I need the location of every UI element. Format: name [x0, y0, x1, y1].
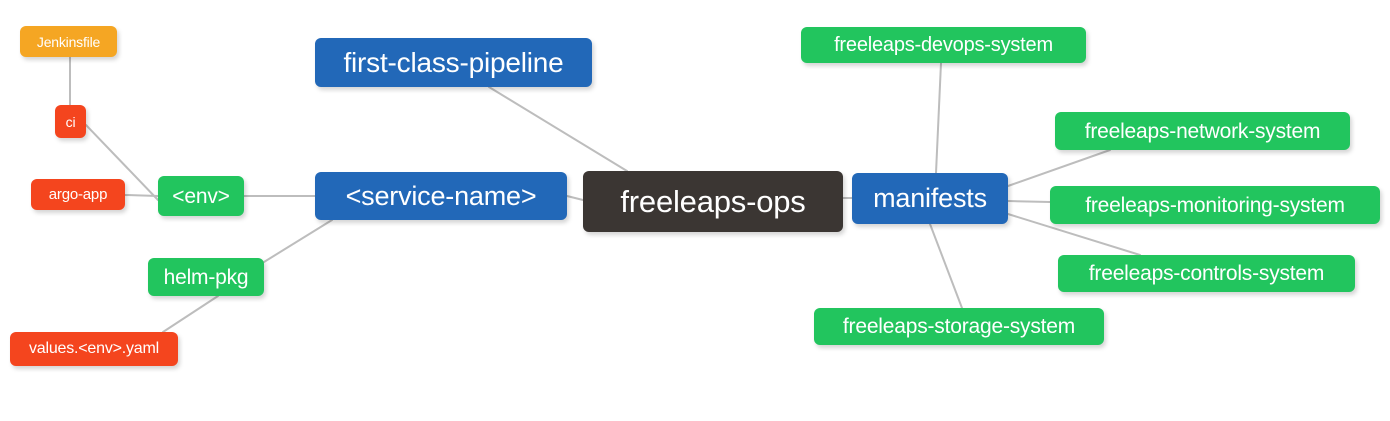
node-manifests[interactable]: manifests	[852, 173, 1008, 224]
edge-first-class-pipeline-to-freeleaps-ops	[488, 86, 628, 172]
node-label-helm-pkg: helm-pkg	[163, 265, 249, 289]
node-first-class-pipeline[interactable]: first-class-pipeline	[315, 38, 592, 87]
edge-argo-app-to-env	[124, 194, 159, 197]
node-label-freeleaps-ops: freeleaps-ops	[620, 184, 806, 219]
edge-freeleaps-devops-system-to-manifests	[935, 62, 942, 174]
node-jenkinsfile[interactable]: Jenkinsfile	[20, 26, 117, 57]
edge-helm-pkg-to-service-name	[263, 219, 333, 263]
node-helm-pkg[interactable]: helm-pkg	[148, 258, 264, 296]
node-label-freeleaps-controls-system: freeleaps-controls-system	[1088, 262, 1325, 285]
node-label-first-class-pipeline: first-class-pipeline	[343, 46, 564, 78]
node-label-argo-app: argo-app	[48, 186, 108, 203]
node-freeleaps-devops-system[interactable]: freeleaps-devops-system	[801, 27, 1086, 63]
edge-manifests-to-freeleaps-monitoring-system	[1007, 200, 1051, 203]
node-values-yaml[interactable]: values.<env>.yaml	[10, 332, 178, 366]
edge-manifests-to-freeleaps-network-system	[1007, 149, 1111, 187]
node-service-name[interactable]: <service-name>	[315, 172, 567, 220]
node-freeleaps-storage-system[interactable]: freeleaps-storage-system	[814, 308, 1104, 345]
node-label-ci: ci	[65, 113, 76, 130]
node-freeleaps-ops[interactable]: freeleaps-ops	[583, 171, 843, 232]
node-label-manifests: manifests	[873, 183, 987, 213]
edge-values-yaml-to-helm-pkg	[162, 295, 219, 333]
node-label-jenkinsfile: Jenkinsfile	[36, 33, 101, 50]
node-freeleaps-network-system[interactable]: freeleaps-network-system	[1055, 112, 1350, 150]
node-label-freeleaps-monitoring-system: freeleaps-monitoring-system	[1085, 193, 1345, 217]
node-label-env: <env>	[172, 184, 230, 208]
node-label-values-yaml: values.<env>.yaml	[28, 340, 159, 357]
node-label-freeleaps-network-system: freeleaps-network-system	[1084, 119, 1321, 143]
node-label-freeleaps-storage-system: freeleaps-storage-system	[842, 315, 1076, 338]
node-env[interactable]: <env>	[158, 176, 244, 216]
node-label-service-name: <service-name>	[345, 180, 537, 211]
edge-service-name-to-freeleaps-ops	[566, 195, 584, 201]
node-freeleaps-monitoring-system[interactable]: freeleaps-monitoring-system	[1050, 186, 1380, 224]
node-freeleaps-controls-system[interactable]: freeleaps-controls-system	[1058, 255, 1355, 292]
node-ci[interactable]: ci	[55, 105, 86, 138]
edge-manifests-to-freeleaps-storage-system	[929, 223, 963, 309]
node-label-freeleaps-devops-system: freeleaps-devops-system	[834, 34, 1053, 56]
node-argo-app[interactable]: argo-app	[31, 179, 125, 210]
